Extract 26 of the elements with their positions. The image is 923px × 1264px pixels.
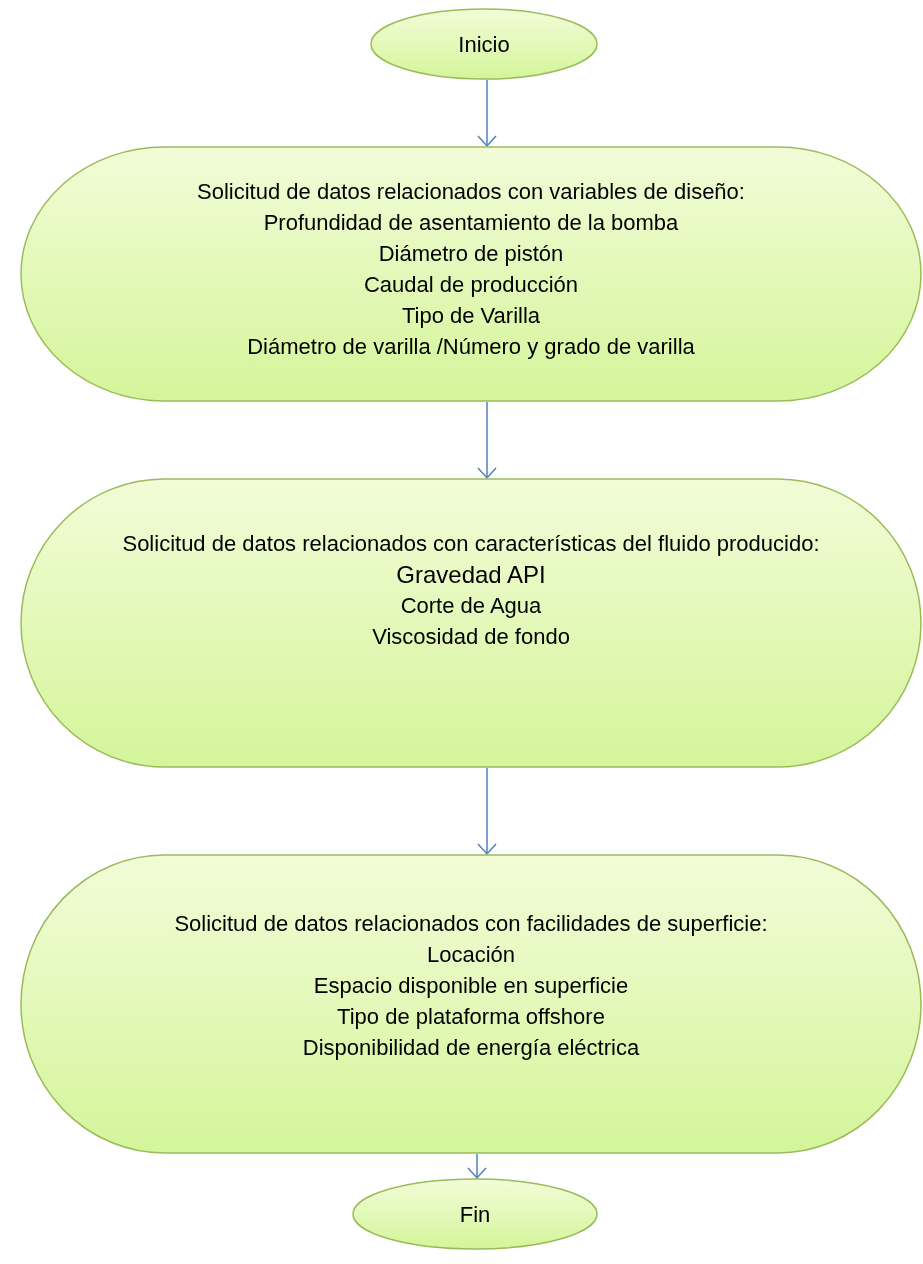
node-text: Espacio disponible en superficie <box>313 972 629 1000</box>
terminal-ellipse <box>352 1178 598 1250</box>
heading-text: Solicitud de datos relacionados con facilidades de superficie: <box>174 910 768 938</box>
node-text: Diámetro de pistón <box>378 240 564 268</box>
node-text: Profundidad de asentamiento de la bomba <box>263 209 679 237</box>
node-text: Tipo de Varilla <box>401 302 541 330</box>
node-text: Gravedad API <box>396 560 546 590</box>
arrow <box>467 1153 487 1179</box>
arrow <box>477 401 497 479</box>
node-text: Fin <box>459 1200 491 1229</box>
node-text: Locación <box>426 941 516 969</box>
process-shape <box>20 146 922 402</box>
node-text: Tipo de plataforma offshore <box>337 1003 605 1031</box>
arrow <box>477 79 497 147</box>
node-text: Inicio <box>458 30 510 59</box>
node-text: Corte de Agua <box>400 592 542 620</box>
node-text: Diámetro de varilla /Número y grado de varilla <box>247 333 695 361</box>
heading-text: Solicitud de datos relacionados con características del fluido producido: <box>122 530 820 558</box>
heading-text: Solicitud de datos relacionados con variables de diseño: <box>197 178 745 206</box>
arrow <box>477 767 497 855</box>
node-text: Disponibilidad de energía eléctrica <box>302 1034 640 1062</box>
process-shape <box>20 854 922 1154</box>
node-text: Viscosidad de fondo <box>372 623 570 651</box>
terminal-ellipse <box>370 8 598 80</box>
node-text: Caudal de producción <box>363 271 578 299</box>
process-shape <box>20 478 922 768</box>
